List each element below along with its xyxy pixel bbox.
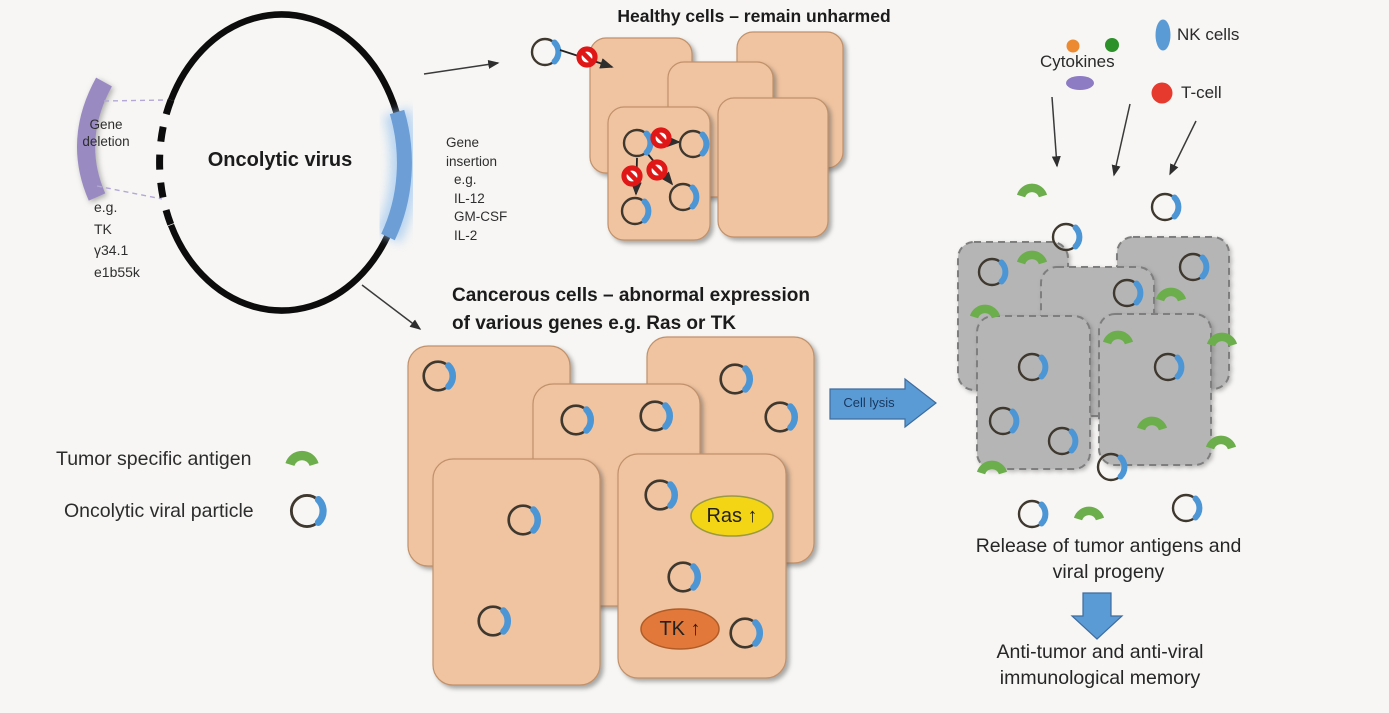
deletion-connector-bottom (96, 185, 163, 200)
arrow-to-cancer (361, 284, 422, 330)
ras-upregulated-label: Ras ↑ (706, 505, 758, 527)
oncolytic-virus-label: Oncolytic virus (207, 149, 353, 171)
viral-particle-icon (1173, 495, 1199, 521)
insertion-example: IL-2 (454, 227, 478, 243)
lysed-cell (976, 315, 1091, 470)
ras-ellipse (690, 495, 774, 537)
cell-lysis-arrow (829, 377, 937, 429)
cytokine-dot-green (1105, 38, 1119, 52)
arrow-to-healthy (423, 59, 500, 75)
gene-deletion-line2: deletion (82, 134, 130, 149)
release-caption: Release of tumor antigens and viral prog… (960, 533, 1257, 585)
healthy-cells-title: Healthy cells – remain unharmed (617, 6, 891, 26)
gene-deletion-label: Gene deletion (70, 116, 142, 150)
lysed-cell (1098, 313, 1212, 466)
legend-particle-label: Oncolytic viral particle (64, 500, 254, 522)
deletion-example: γ34.1 (94, 242, 129, 258)
legend-antigen-label: Tumor specific antigen (56, 448, 252, 470)
tk-upregulated-label: TK ↑ (659, 618, 701, 640)
t-cell-label: T-cell (1181, 83, 1222, 102)
gene-deletion-examples: e.g. TK γ34.1 e1b55k (94, 197, 140, 283)
immune-attack-arrow (1169, 120, 1197, 176)
deletion-example: e1b55k (94, 263, 140, 280)
cytokine-dot-orange (1066, 39, 1080, 53)
healthy-cell (717, 97, 829, 238)
tumor-antigen-icon (981, 465, 1003, 473)
memory-caption: Anti-tumor and anti-viral immunological … (960, 639, 1240, 691)
insertion-example: IL-12 (454, 190, 485, 206)
viral-particle-icon (1053, 224, 1079, 250)
cancer-title-line2: of various genes e.g. Ras or TK (452, 313, 737, 334)
release-arrow (1070, 592, 1124, 640)
tumor-antigen-icon (1210, 440, 1232, 448)
cancer-title-line1: Cancerous cells – abnormal expression (452, 285, 810, 306)
immune-attack-arrow (1111, 103, 1131, 177)
gene-insertion-band (381, 109, 412, 241)
no-entry-icon (653, 130, 669, 146)
tumor-antigen-icon (1021, 188, 1043, 196)
gene-deletion-band (77, 77, 112, 201)
cancer-cell (432, 458, 601, 686)
viral-particle-icon (291, 495, 323, 526)
gene-insertion-line2: insertion (446, 153, 498, 169)
no-entry-icon (649, 162, 665, 178)
cytokine-ellipse-purple (1066, 76, 1094, 90)
deletion-example: e.g. (94, 199, 118, 215)
gene-deletion-line1: Gene (89, 117, 123, 132)
viral-particle-icon (1019, 501, 1045, 527)
immune-attack-arrow (1051, 96, 1061, 168)
viral-particle-icon (532, 39, 558, 65)
memory-line1: Anti-tumor and anti-viral (996, 641, 1204, 663)
insertion-example: GM-CSF (454, 209, 508, 224)
cancer-cells-title: Cancerous cells – abnormal expression of… (452, 282, 810, 338)
release-line1: Release of tumor antigens and (975, 535, 1242, 557)
tumor-antigen-icon (290, 456, 314, 465)
release-line2: viral progeny (1052, 561, 1165, 583)
t-cell-icon (1151, 82, 1173, 104)
viral-particle-icon (1152, 194, 1178, 220)
tumor-antigen-icon (1078, 511, 1100, 519)
gene-insertion-line1: Gene (446, 135, 480, 150)
nk-cells-label: NK cells (1177, 25, 1240, 44)
no-entry-icon (579, 49, 595, 65)
tk-ellipse (640, 608, 720, 650)
cell-lysis-label: Cell lysis (843, 395, 895, 410)
genome-deleted-segment (156, 98, 175, 227)
no-entry-icon (624, 168, 640, 184)
nk-cell-icon (1155, 19, 1171, 51)
insertion-example: e.g. (454, 172, 477, 187)
gene-insertion-label: Gene insertion e.g. IL-12 GM-CSF IL-2 (446, 134, 507, 245)
deletion-example: TK (94, 220, 112, 237)
memory-line2: immunological memory (999, 667, 1201, 689)
deletion-connector-top (103, 99, 167, 102)
cytokines-label: Cytokines (1040, 52, 1115, 71)
